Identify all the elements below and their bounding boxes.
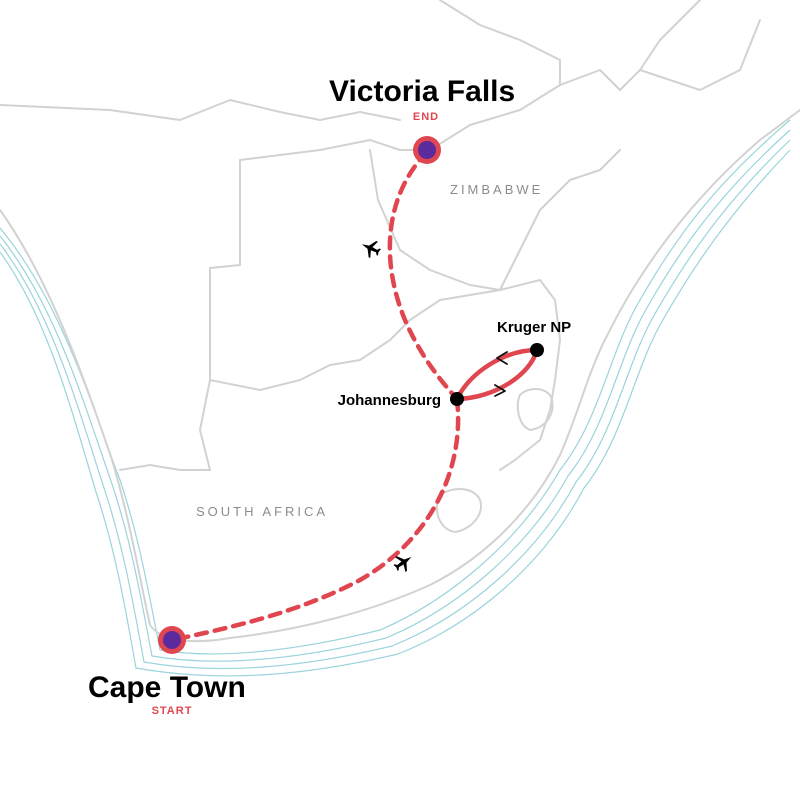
- city-label-kruger: Kruger NP: [497, 319, 571, 336]
- route-flight-victoria-falls-johannesburg: [387, 149, 460, 402]
- start-tag: START: [152, 705, 193, 717]
- eswatini-border: [516, 388, 554, 431]
- coastline: [0, 109, 800, 643]
- coastline-hatching: [0, 119, 791, 677]
- city-label-johannesburg: Johannesburg: [338, 392, 441, 409]
- marker-johannesburg[interactable]: [450, 392, 464, 406]
- end-tag: END: [413, 111, 439, 123]
- route-flight-johannesburg-cape-town: [169, 396, 461, 643]
- route-drive-from-kruger: [454, 347, 540, 402]
- direction-arrow-icon: [496, 351, 508, 365]
- city-label-victoria-falls: Victoria Falls: [329, 75, 515, 108]
- marker-cape-town[interactable]: [158, 626, 186, 654]
- city-label-cape-town: Cape Town: [88, 671, 246, 704]
- country-borders: [0, 0, 800, 643]
- route-drive-to-kruger: [454, 347, 540, 402]
- marker-victoria-falls[interactable]: [413, 136, 441, 164]
- plane-icon: [361, 240, 381, 259]
- country-label-south-africa: SOUTH AFRICA: [196, 504, 328, 519]
- country-label-zimbabwe: ZIMBABWE: [450, 182, 543, 197]
- lesotho-border: [435, 488, 482, 533]
- marker-kruger[interactable]: [530, 343, 544, 357]
- direction-arrow-icon: [494, 384, 506, 397]
- plane-icon: [393, 556, 412, 572]
